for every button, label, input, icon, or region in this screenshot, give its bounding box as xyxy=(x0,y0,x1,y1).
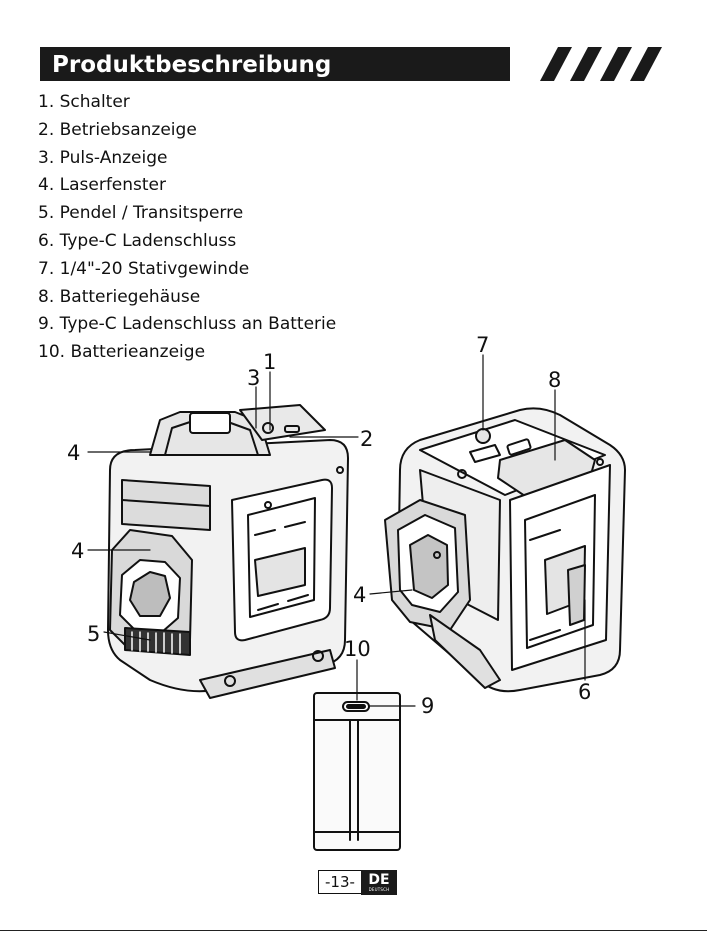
callout-6: 6 xyxy=(578,680,591,704)
header-stripes-decoration xyxy=(520,47,670,81)
laser-level-back-view xyxy=(385,408,625,691)
callout-10: 10 xyxy=(344,637,371,661)
callout-4-top: 4 xyxy=(67,441,80,465)
callout-7: 7 xyxy=(476,333,489,357)
language-badge: DE DEUTSCH xyxy=(361,870,397,895)
list-item: 3. Puls-Anzeige xyxy=(38,145,336,173)
list-item: 6. Type-C Ladenschluss xyxy=(38,228,336,256)
list-item: 5. Pendel / Transitsperre xyxy=(38,200,336,228)
callout-2: 2 xyxy=(360,427,373,451)
laser-level-front-view xyxy=(108,405,348,698)
list-item: 8. Batteriegehäuse xyxy=(38,284,336,312)
page-footer: -13- DE DEUTSCH xyxy=(318,870,397,894)
callout-1: 1 xyxy=(263,350,276,374)
list-item: 4. Laserfenster xyxy=(38,172,336,200)
bottom-divider xyxy=(0,930,707,931)
language-code: DE xyxy=(361,873,397,887)
callout-3: 3 xyxy=(247,366,260,390)
list-item: 7. 1/4"-20 Stativgewinde xyxy=(38,256,336,284)
list-item: 1. Schalter xyxy=(38,89,336,117)
battery-pack xyxy=(314,693,400,850)
product-illustration xyxy=(0,330,707,890)
callout-4-back: 4 xyxy=(353,583,366,607)
callout-8: 8 xyxy=(548,368,561,392)
callout-4-front: 4 xyxy=(71,539,84,563)
list-item: 2. Betriebsanzeige xyxy=(38,117,336,145)
parts-list: 1. Schalter 2. Betriebsanzeige 3. Puls-A… xyxy=(38,89,336,367)
callout-5: 5 xyxy=(87,622,100,646)
callout-9: 9 xyxy=(421,694,434,718)
page-title: Produktbeschreibung xyxy=(52,48,331,82)
language-name: DEUTSCH xyxy=(361,887,397,892)
page-number: -13- xyxy=(318,870,361,894)
